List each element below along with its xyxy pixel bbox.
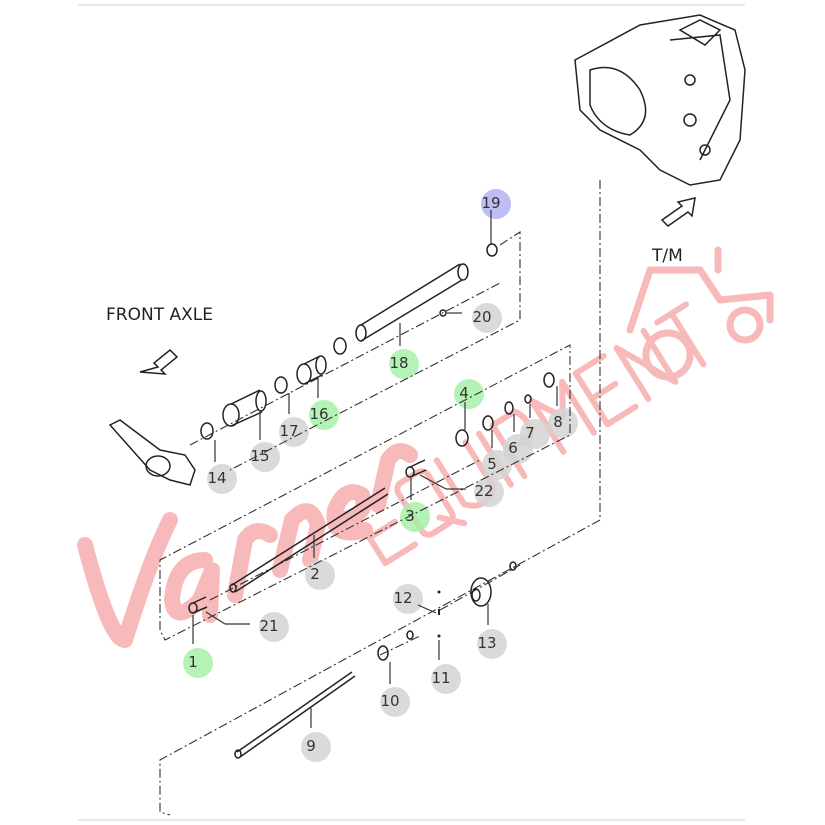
- callout-number-12[interactable]: 12: [393, 589, 412, 607]
- callout-circle-19[interactable]: [481, 189, 511, 219]
- part-17b-clip-icon: [333, 337, 347, 355]
- callout-number-8[interactable]: 8: [553, 413, 563, 431]
- callout-number-7[interactable]: 7: [525, 424, 535, 442]
- callout-circle-20[interactable]: [472, 303, 502, 333]
- callout-number-14[interactable]: 14: [207, 469, 226, 487]
- part-16-bushing-icon: [296, 355, 327, 385]
- part-19-oring-icon: [486, 243, 498, 257]
- callout-number-9[interactable]: 9: [306, 737, 316, 755]
- callout-number-21[interactable]: 21: [259, 617, 278, 635]
- callout-circle-9[interactable]: [301, 732, 331, 762]
- part-knuckle-icon: [108, 419, 196, 486]
- part-2-shaft-icon: [229, 487, 389, 593]
- callout-circle-13[interactable]: [477, 629, 507, 659]
- part-5-oring-icon: [482, 415, 494, 431]
- part-4-bearing-icon: [455, 429, 469, 447]
- part-14-oring-icon: [200, 422, 214, 440]
- callout-number-20[interactable]: 20: [472, 308, 491, 326]
- assembly-lines: [159, 180, 601, 816]
- part-1-bushing-icon: [188, 596, 208, 614]
- part-6-washer-icon: [504, 401, 514, 415]
- callout-circle-18[interactable]: [389, 349, 419, 379]
- part-15-bushing-icon: [222, 389, 267, 427]
- transmission-housing-icon: [574, 14, 746, 186]
- callout-circle-12[interactable]: [393, 584, 423, 614]
- front-axle-arrow-icon: [139, 348, 179, 375]
- callout-number-15[interactable]: 15: [250, 447, 269, 465]
- callout-number-17[interactable]: 17: [279, 422, 298, 440]
- callout-circle-7[interactable]: [520, 419, 550, 449]
- part-17-clip-icon: [274, 376, 288, 394]
- callout-circle-1[interactable]: [183, 648, 213, 678]
- part-10-seal-icon: [377, 645, 389, 661]
- part-11-ball-icon: [437, 634, 441, 638]
- part-8-seal-icon: [543, 372, 555, 388]
- part-18-pipe-icon: [355, 263, 469, 342]
- part-11b-ball-icon: [437, 590, 441, 594]
- transmission-label: T/M: [651, 246, 683, 266]
- part-13-gear-icon: [470, 577, 492, 607]
- callout-circle-5[interactable]: [482, 450, 512, 480]
- part-12-pin-icon: [438, 609, 440, 615]
- callout-number-5[interactable]: 5: [487, 455, 497, 473]
- callout-circle-2[interactable]: [305, 560, 335, 590]
- callout-number-2[interactable]: 2: [310, 565, 320, 583]
- callout-number-10[interactable]: 10: [380, 692, 399, 710]
- callout-number-18[interactable]: 18: [389, 354, 408, 372]
- part-3-sleeve-icon: [405, 459, 427, 478]
- callout-number-4[interactable]: 4: [459, 384, 469, 402]
- leader-lines: [192, 210, 558, 728]
- tractor-watermark-icon: [626, 246, 774, 381]
- callout-circle-15[interactable]: [250, 442, 280, 472]
- watermark-script-lettering-icon: [77, 443, 418, 648]
- part-7-oring-icon: [524, 394, 532, 404]
- callout-number-6[interactable]: 6: [508, 439, 518, 457]
- callout-number-22[interactable]: 22: [474, 482, 493, 500]
- part-13b-oring-icon: [509, 561, 517, 571]
- callout-circle-17[interactable]: [279, 417, 309, 447]
- callout-circle-14[interactable]: [207, 464, 237, 494]
- callout-number-11[interactable]: 11: [431, 669, 450, 687]
- callout-number-16[interactable]: 16: [309, 405, 328, 423]
- callout-number-19[interactable]: 19: [481, 194, 500, 212]
- part-20-plug-icon: [439, 309, 447, 317]
- part-9-shaft-icon: [234, 671, 356, 759]
- callout-number-13[interactable]: 13: [477, 634, 496, 652]
- callout-circle-11[interactable]: [431, 664, 461, 694]
- transmission-arrow-icon: [660, 197, 696, 227]
- callout-number-1[interactable]: 1: [188, 653, 198, 671]
- callout-circle-10[interactable]: [380, 687, 410, 717]
- callout-circles: [183, 189, 578, 762]
- part-10b-oring-icon: [406, 630, 414, 640]
- callout-circle-22[interactable]: [474, 477, 504, 507]
- callout-circle-21[interactable]: [259, 612, 289, 642]
- callout-number-3[interactable]: 3: [405, 507, 415, 525]
- callout-circle-16[interactable]: [309, 400, 339, 430]
- front-axle-label: FRONT AXLE: [106, 305, 213, 325]
